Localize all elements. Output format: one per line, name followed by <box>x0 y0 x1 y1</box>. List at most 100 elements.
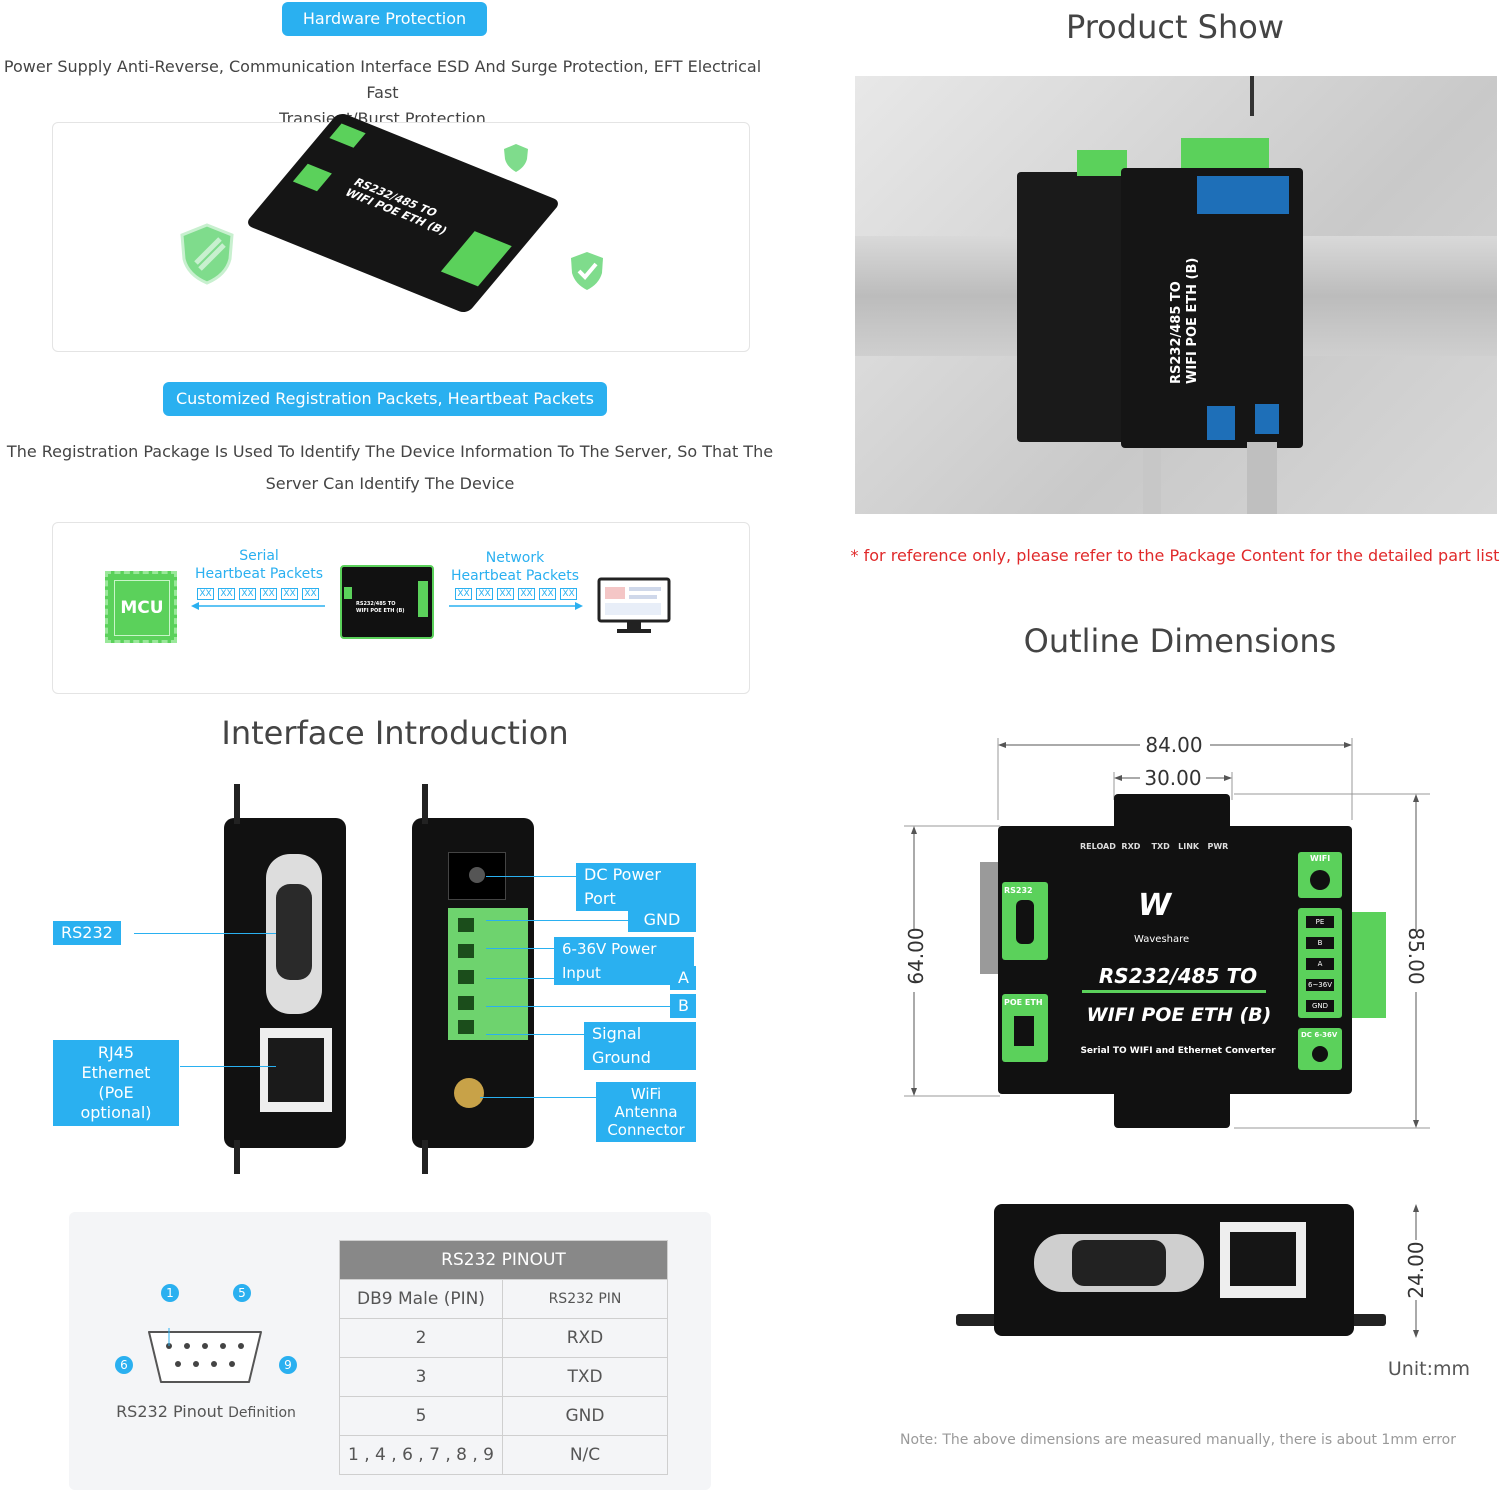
shield-icon <box>180 223 234 285</box>
arrow-right-icon <box>449 602 583 610</box>
terminal-screw <box>458 970 474 984</box>
din-clip <box>234 1140 240 1174</box>
device-label-line: WIFI POE ETH (B) <box>1086 1004 1272 1026</box>
device-label-line: RS232/485 TO <box>356 601 396 607</box>
dim-depth: 24.00 <box>1404 1241 1428 1299</box>
callout-line-text: WiFi Antenna <box>614 1085 678 1121</box>
terminal-label: PE <box>1306 916 1334 928</box>
a-callout: A <box>670 966 696 990</box>
device-label-line: RS232/485 TO <box>1098 964 1258 988</box>
cable <box>1143 448 1161 514</box>
gnd-callout: GND <box>628 908 696 932</box>
db9-port <box>266 854 322 1014</box>
blue-panel <box>1197 176 1289 214</box>
terminal-block <box>440 231 512 287</box>
table-cell: 1 , 4 , 6 , 7 , 8 , 9 <box>339 1435 503 1475</box>
device-side-view <box>994 1204 1354 1336</box>
dim-width: 84.00 <box>1145 733 1203 757</box>
callout-line <box>480 1097 596 1098</box>
callout-line <box>486 1034 584 1035</box>
terminal-block <box>1181 138 1269 168</box>
packet: XX <box>497 588 514 600</box>
shield-icon <box>504 144 528 172</box>
rj45-callout: RJ45 Ethernet (PoE optional) <box>53 1040 179 1126</box>
label-line: Network <box>485 550 545 566</box>
device-front: RS232/485 TO WIFI POE ETH (B) <box>1121 138 1303 448</box>
pinout-card: 1 5 6 9 RS232 Pinout Definition RS232 PI… <box>69 1212 711 1490</box>
packet: XX <box>239 588 256 600</box>
reference-note: * for reference only, please refer to th… <box>850 546 1500 565</box>
device-back <box>1017 150 1137 442</box>
pin-marker: 6 <box>115 1356 133 1374</box>
cable <box>1247 442 1277 514</box>
table-row: 1 , 4 , 6 , 7 , 8 , 9 N/C <box>339 1435 668 1475</box>
wifi-port: WIFI <box>1298 852 1342 898</box>
caption-main: RS232 Pinout <box>116 1402 224 1421</box>
callout-line-text: Connector <box>607 1121 685 1139</box>
callout-line <box>134 933 276 934</box>
led-labels: RELOAD RXD TXD LINK PWR <box>1080 842 1229 851</box>
mount-tab <box>1114 1094 1230 1128</box>
packet: XX <box>518 588 535 600</box>
pinout-table: RS232 PINOUT DB9 Male (PIN) RS232 PIN 2 … <box>339 1240 668 1475</box>
device-label-line: RS232/485 TO <box>1169 281 1184 384</box>
table-row: 2 RXD <box>339 1318 668 1358</box>
terminal-block <box>1350 912 1386 1018</box>
table-cell: 5 <box>339 1396 503 1436</box>
table-row: 3 TXD <box>339 1357 668 1397</box>
rj45-port <box>260 1028 332 1112</box>
terminal-screw <box>458 918 474 932</box>
packet: XX <box>281 588 298 600</box>
b-callout: B <box>670 994 696 1018</box>
device-top-view: RELOAD RXD TXD LINK PWR RS232 POE ETH WI… <box>998 826 1352 1094</box>
shield-check-icon <box>571 252 603 290</box>
pin-marker: 9 <box>279 1356 297 1374</box>
din-clip <box>422 1140 428 1174</box>
port <box>329 123 366 148</box>
db9-side <box>980 862 1002 974</box>
table-cell: GND <box>502 1396 668 1436</box>
port-socket <box>1014 1016 1034 1046</box>
wifi-antenna-callout: WiFi Antenna Connector <box>596 1082 696 1142</box>
label-underline <box>1082 990 1266 993</box>
signal-ground-callout: Signal Ground <box>584 1022 696 1070</box>
port-socket <box>1310 870 1330 890</box>
poe-port: POE ETH <box>1002 994 1048 1062</box>
port <box>344 587 352 599</box>
port <box>1255 404 1279 434</box>
terminal-block <box>418 581 428 617</box>
serial-packet-row: XX XX XX XX XX XX <box>197 588 319 600</box>
registration-card: MCU Serial Heartbeat Packets XX XX XX XX… <box>52 522 750 694</box>
description-line: Server Can Identify The Device <box>265 474 515 493</box>
table-cell: N/C <box>502 1435 668 1475</box>
packet: XX <box>476 588 493 600</box>
description-line: Power Supply Anti-Reverse, Communication… <box>3 57 762 102</box>
registration-description: The Registration Package Is Used To Iden… <box>0 436 780 500</box>
rj45-socket <box>268 1038 324 1102</box>
dc-port: DC 6-36V <box>1298 1028 1342 1070</box>
port-label: POE ETH <box>1004 998 1043 1007</box>
registration-title: Customized Registration Packets, Heartbe… <box>163 382 607 416</box>
hardware-protection-title: Hardware Protection <box>282 2 487 36</box>
dim-height-right: 85.00 <box>1404 927 1428 985</box>
port-socket <box>1312 1046 1328 1062</box>
terminal-label: GND <box>1306 1000 1334 1012</box>
device-label: RS232/485 TO WIFI POE ETH (B) <box>342 176 459 237</box>
unit-label: Unit:mm <box>1387 1358 1470 1380</box>
hardware-protection-description: Power Supply Anti-Reverse, Communication… <box>0 54 765 132</box>
device-label: RS232/485 TO WIFI POE ETH (B) <box>356 601 405 615</box>
callout-line-text: (PoE optional) <box>80 1083 152 1122</box>
port-label: DC 6-36V <box>1301 1031 1338 1039</box>
network-heartbeat-label: Network Heartbeat Packets <box>447 549 583 585</box>
hardware-protection-card: RS232/485 TO WIFI POE ETH (B) <box>52 111 750 352</box>
terminal-label: 6~36V <box>1306 979 1334 991</box>
brand-text: Waveshare <box>1134 934 1190 945</box>
monitor-icon <box>597 577 671 633</box>
table-row: 5 GND <box>339 1396 668 1436</box>
terminal-screw <box>458 944 474 958</box>
din-clip <box>234 784 240 824</box>
label-line: Heartbeat Packets <box>194 566 324 582</box>
port <box>292 163 332 192</box>
rj45-socket <box>1230 1232 1296 1286</box>
db9-connector-icon <box>148 1328 262 1383</box>
